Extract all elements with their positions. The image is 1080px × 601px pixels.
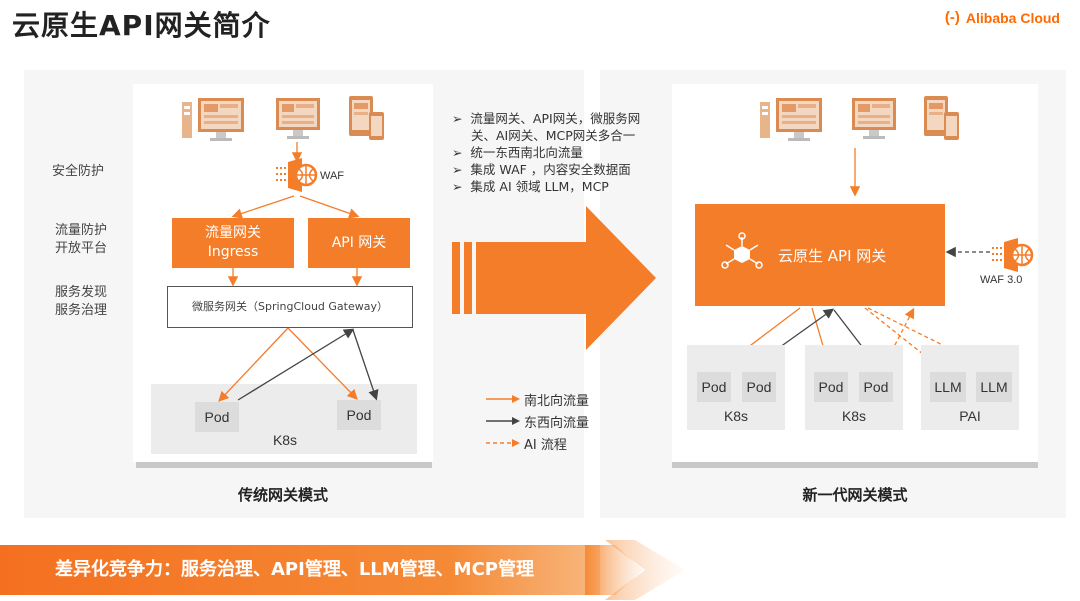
waf-label: WAF: [320, 170, 345, 182]
left-k8s-label: K8s: [272, 432, 298, 448]
tablet-phone-icon: [349, 96, 384, 140]
ingress-label: Ingress: [207, 244, 259, 260]
left-pod-1: Pod: [195, 402, 239, 432]
transition-arrow-icon: [452, 206, 656, 350]
competitiveness-banner: 差异化竞争力：服务治理、API管理、LLM管理、MCP管理: [0, 545, 600, 595]
left-pod-2: Pod: [337, 400, 381, 430]
brand-logo: (-) Alibaba Cloud: [945, 9, 1060, 26]
feature-bullets: ➢ 流量网关、API网关，微服务网 关、AI网关、MCP网关多合一 ➢ 统一东西…: [452, 110, 640, 195]
legend-item-east-west: 东西向流量: [486, 410, 589, 432]
page-title: 云原生API网关简介: [12, 9, 271, 42]
legend: 南北向流量 东西向流量 AI 流程: [486, 388, 589, 454]
network-hub-icon: [721, 232, 763, 269]
traffic-gateway-box: 流量网关 Ingress: [172, 218, 294, 268]
monitor-icon: [276, 98, 320, 139]
server-desktop-icon: [760, 98, 822, 141]
traditional-mode-caption: 传统网关模式: [237, 486, 328, 504]
right-pai-label: PAI: [959, 408, 981, 424]
side-label-security: 安全防护: [52, 164, 105, 179]
bullet-item: ➢ 统一东西南北向流量: [452, 145, 583, 160]
llm-node: LLM: [930, 372, 966, 402]
bullet-item: ➢ 集成 WAF ，内容安全数据面: [452, 162, 631, 177]
side-label-service: 服务发现 服务治理: [55, 285, 108, 318]
brand-name: Alibaba Cloud: [965, 9, 1060, 26]
microservice-gateway-box: 微服务网关（SpringCloud Gateway）: [167, 286, 413, 328]
bullet-item: 关、AI网关、MCP网关多合一: [471, 128, 636, 143]
right-k8s-label-2: K8s: [841, 408, 867, 424]
bullet-item: ➢ 流量网关、API网关，微服务网: [452, 111, 641, 126]
api-gateway-box: API 网关: [308, 218, 410, 268]
legend-item-north-south: 南北向流量: [486, 388, 589, 410]
traffic-gateway-label: 流量网关: [205, 225, 261, 241]
left-shadow-bar: [136, 462, 432, 468]
side-label-traffic: 流量防护 开放平台: [55, 223, 108, 256]
right-pod: Pod: [859, 372, 893, 402]
right-pod: Pod: [742, 372, 776, 402]
alibaba-cloud-logo-icon: (-): [944, 9, 960, 26]
api-gateway-label: API 网关: [331, 234, 387, 251]
server-desktop-icon: [182, 98, 244, 141]
bullet-item: ➢ 集成 AI 领域 LLM，MCP: [452, 179, 609, 194]
legend-item-ai-flow: AI 流程: [486, 432, 589, 454]
right-shadow-bar: [672, 462, 1038, 468]
cloud-native-gateway-label: 云原生 API 网关: [778, 247, 887, 265]
right-pod: Pod: [814, 372, 848, 402]
waf3-label: WAF 3.0: [980, 274, 1023, 286]
new-mode-caption: 新一代网关模式: [802, 486, 908, 504]
right-k8s-label-1: K8s: [723, 408, 749, 424]
llm-node: LLM: [976, 372, 1012, 402]
waf-firewall-icon: [992, 238, 1034, 272]
right-pod: Pod: [697, 372, 731, 402]
monitor-icon: [852, 98, 896, 139]
tablet-phone-icon: [924, 96, 959, 140]
banner-arrow-decoration: [585, 540, 685, 600]
waf-firewall-icon: [276, 158, 318, 192]
